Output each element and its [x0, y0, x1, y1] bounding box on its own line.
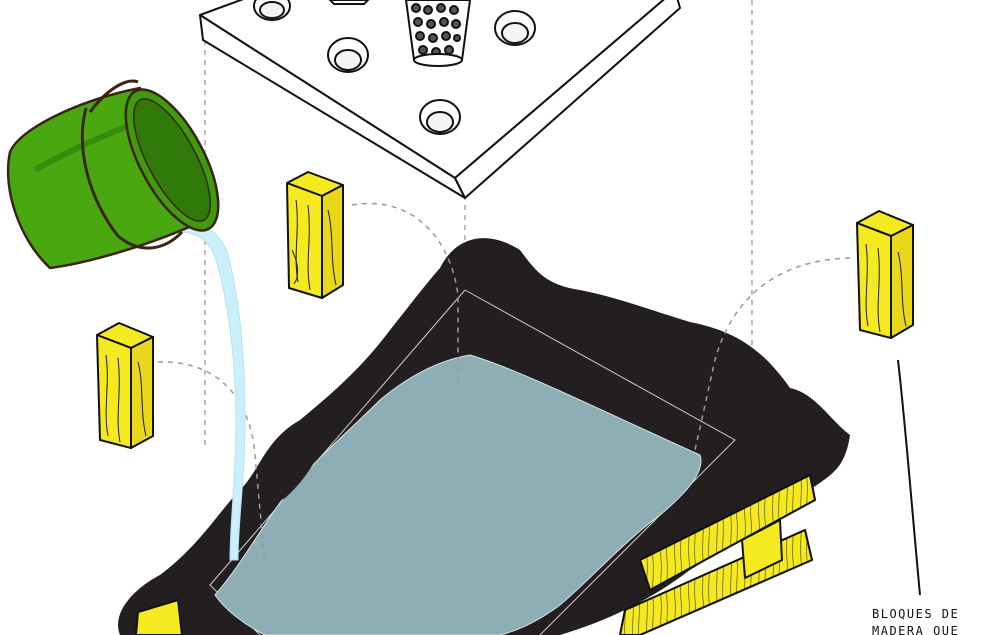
annotation-line-1: BLOQUES DE — [872, 606, 990, 623]
wood-block-icon — [287, 172, 343, 298]
raft-hole — [420, 100, 460, 134]
annotation-line-2: MADERA QUE — [872, 623, 990, 635]
wood-block-icon — [857, 211, 913, 338]
raft-hole — [254, 0, 290, 20]
wood-block-icon — [97, 323, 153, 448]
water-stream — [180, 222, 245, 560]
raft-hole — [328, 38, 368, 72]
wood-blocks-annotation: BLOQUES DE MADERA QUE — [872, 606, 990, 635]
raft-hole — [495, 11, 535, 45]
annotation-leader — [898, 360, 920, 595]
